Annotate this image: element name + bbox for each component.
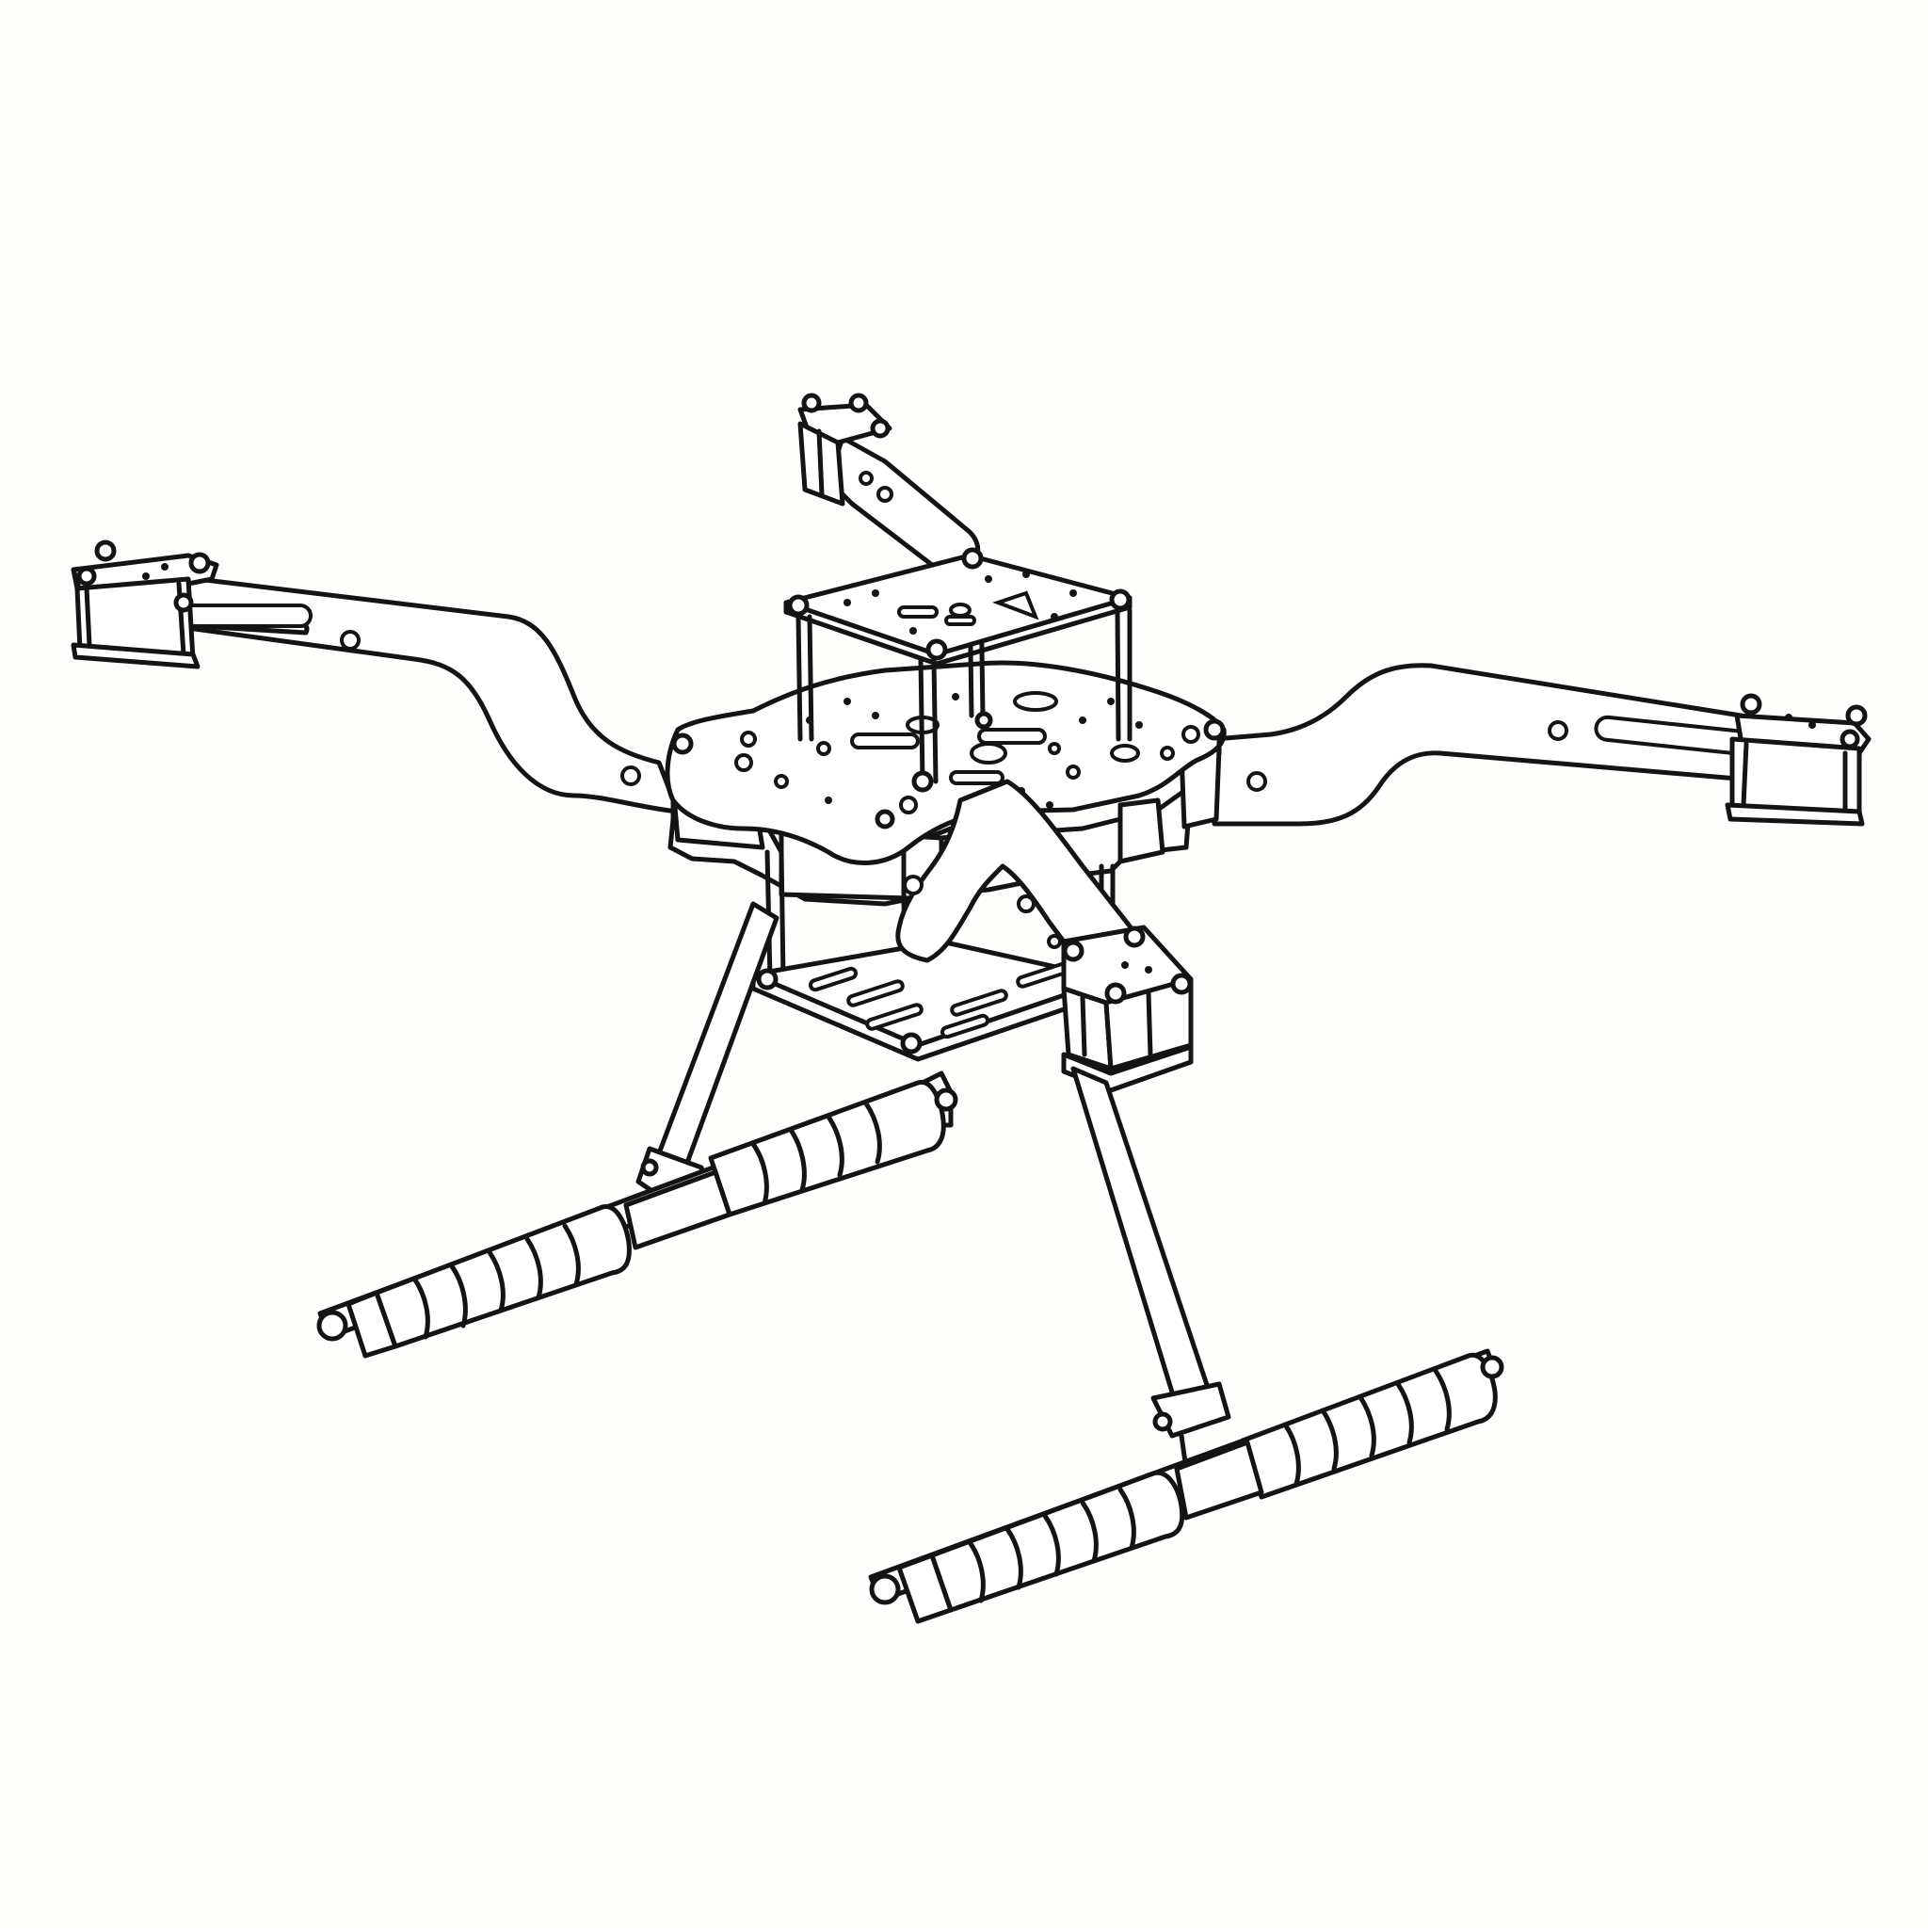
- right-motor-mount: [1725, 693, 1872, 827]
- left-skid: [316, 1071, 958, 1359]
- top-plate: [783, 547, 1133, 793]
- back-arm: [826, 435, 981, 568]
- main-plate: [665, 660, 1227, 865]
- front-motor-mount: [1061, 925, 1194, 1093]
- left-arm: [139, 573, 681, 814]
- right-skid: [868, 1348, 1504, 1624]
- left-motor-mount: [71, 539, 219, 669]
- landing-leg-right: [1070, 1066, 1231, 1486]
- right-arm: [1212, 663, 1773, 827]
- front-arm: [895, 779, 1137, 982]
- back-motor-mount: [797, 393, 892, 507]
